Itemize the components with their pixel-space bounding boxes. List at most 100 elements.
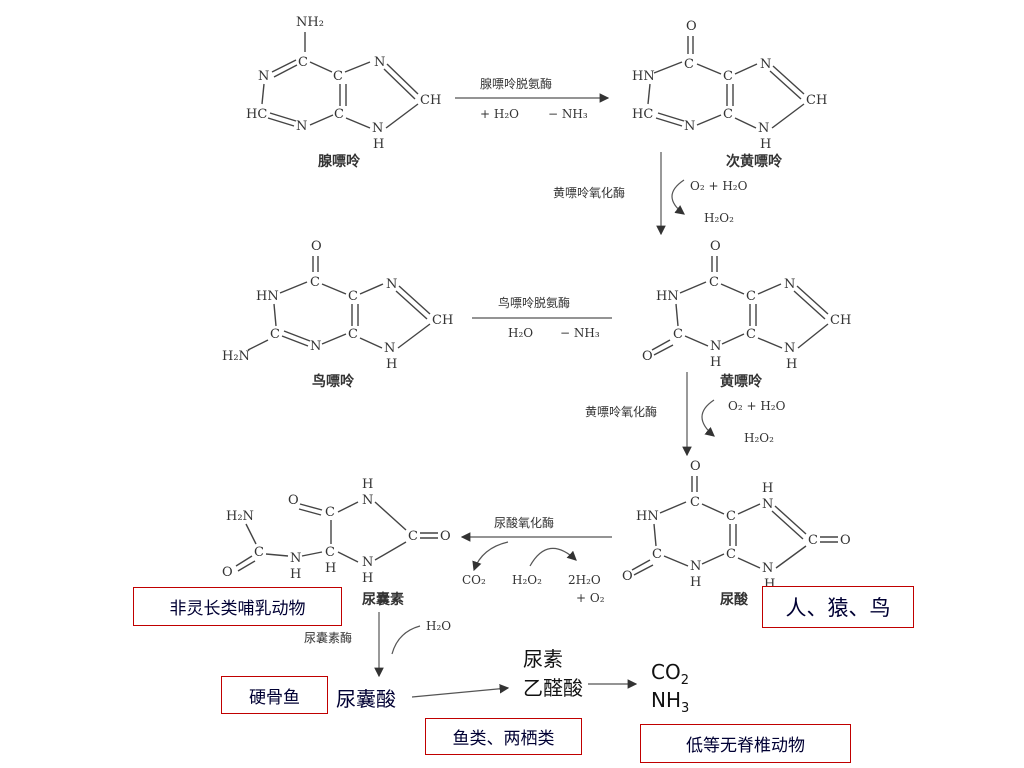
svg-text:C: C: [270, 327, 280, 342]
label-lower-invertebrates: 低等无脊椎动物: [640, 724, 851, 763]
allantoic-acid-label: 尿囊酸: [336, 687, 396, 711]
svg-text:C: C: [673, 327, 683, 342]
enzyme-xanthine-oxidase-2: 黄嘌呤氧化酶: [585, 404, 657, 419]
r5-water: 2H₂O: [568, 573, 601, 587]
svg-text:NH₂: NH₂: [296, 15, 324, 30]
svg-text:N: N: [784, 341, 795, 356]
reaction-guanine-deamination: 鸟嘌呤脱氨酶 H₂O − NH₃: [472, 295, 612, 340]
svg-text:N: N: [684, 119, 695, 134]
r3-product: − NH₃: [560, 326, 600, 340]
r6-water: H₂O: [426, 619, 451, 633]
reaction-hypoxanthine-oxidation: 黄嘌呤氧化酶 O₂ + H₂O H₂O₂: [553, 152, 748, 236]
svg-text:H: H: [386, 357, 397, 372]
enzyme-urate-oxidase: 尿酸氧化酶: [494, 515, 554, 530]
svg-text:N: N: [296, 119, 307, 134]
svg-text:H: H: [373, 137, 384, 152]
svg-text:C: C: [254, 545, 264, 560]
svg-text:H: H: [762, 481, 773, 496]
xanthine-label: 黄嘌呤: [720, 373, 763, 390]
r5-co2: CO₂: [462, 573, 486, 587]
svg-text:C: C: [408, 529, 418, 544]
svg-text:C: C: [348, 289, 358, 304]
svg-text:C: C: [298, 55, 308, 70]
urea-label: 尿素: [523, 647, 563, 671]
adenine-structure: NH₂ C N C N HC N C N H CH 腺嘌呤: [246, 15, 441, 170]
reaction-adenine-deamination: 腺嘌呤脱氨酶 + H₂O − NH₃: [455, 76, 610, 121]
svg-text:C: C: [808, 533, 818, 548]
guanine-label: 鸟嘌呤: [312, 373, 355, 390]
xanthine-structure: O C HN C N C N H C N H CH O 黄嘌呤: [642, 239, 851, 390]
svg-text:N: N: [710, 339, 721, 354]
arrow-to-urea: [411, 684, 510, 698]
svg-text:C: C: [325, 505, 335, 520]
glyoxylic-acid-label: 乙醛酸: [523, 676, 583, 700]
reaction-xanthine-oxidation: 黄嘌呤氧化酶 O₂ + H₂O H₂O₂: [585, 372, 786, 457]
svg-text:H: H: [710, 355, 721, 370]
reaction-allantoin-hydrolysis: 尿囊素酶 H₂O: [304, 612, 451, 678]
label-non-primate-mammals: 非灵长类哺乳动物: [133, 587, 342, 626]
svg-text:N: N: [690, 559, 701, 574]
r4-reagent: O₂ + H₂O: [728, 399, 786, 413]
svg-text:CH: CH: [806, 93, 827, 108]
enzyme-allantoinase: 尿囊素酶: [304, 630, 352, 645]
r5-h2o2: H₂O₂: [512, 573, 542, 587]
uric-acid-label: 尿酸: [720, 591, 749, 608]
label-fish-amphibians: 鱼类、两栖类: [425, 718, 582, 755]
svg-text:C: C: [746, 289, 756, 304]
svg-text:H: H: [786, 357, 797, 372]
svg-text:HC: HC: [246, 107, 267, 122]
svg-text:N: N: [362, 555, 373, 570]
nh3-label: NH3: [651, 688, 690, 716]
svg-text:C: C: [333, 69, 343, 84]
svg-text:N: N: [384, 341, 395, 356]
svg-text:C: C: [684, 57, 694, 72]
svg-text:O: O: [840, 533, 851, 548]
svg-text:N: N: [258, 69, 269, 84]
svg-text:HN: HN: [632, 69, 655, 84]
allantoin-label: 尿囊素: [362, 591, 404, 608]
svg-text:H: H: [760, 137, 771, 152]
r4-product: H₂O₂: [744, 431, 774, 445]
svg-text:C: C: [690, 495, 700, 510]
svg-text:C: C: [310, 275, 320, 290]
svg-text:N: N: [310, 339, 321, 354]
svg-text:H: H: [690, 575, 701, 590]
enzyme-adenine-deaminase: 腺嘌呤脱氨酶: [480, 76, 552, 91]
svg-text:O: O: [222, 565, 233, 580]
svg-text:N: N: [372, 121, 383, 136]
svg-text:H: H: [290, 567, 301, 582]
svg-text:N: N: [762, 561, 773, 576]
r1-product: − NH₃: [548, 107, 588, 121]
svg-text:O: O: [622, 569, 633, 584]
svg-text:O: O: [288, 493, 299, 508]
svg-text:N: N: [762, 497, 773, 512]
svg-text:O: O: [440, 529, 451, 544]
svg-text:N: N: [374, 55, 385, 70]
r2-product: H₂O₂: [704, 211, 734, 225]
svg-text:O: O: [686, 19, 697, 34]
reaction-urate-oxidation: 尿酸氧化酶 CO₂ H₂O₂ 2H₂O + O₂: [460, 515, 612, 605]
svg-text:C: C: [709, 275, 719, 290]
uric-acid-structure: O C HN C H N C N H C N H C O O 尿酸: [622, 459, 851, 608]
enzyme-xanthine-oxidase-1: 黄嘌呤氧化酶: [553, 185, 625, 200]
svg-text:C: C: [723, 107, 733, 122]
hypoxanthine-label: 次黄嘌呤: [726, 153, 783, 170]
svg-text:HN: HN: [256, 289, 279, 304]
svg-text:C: C: [723, 69, 733, 84]
enzyme-guanine-deaminase: 鸟嘌呤脱氨酶: [498, 295, 570, 310]
svg-text:H: H: [362, 571, 373, 586]
svg-text:H: H: [764, 577, 775, 592]
r1-reagent: + H₂O: [480, 107, 519, 121]
svg-text:O: O: [690, 459, 701, 474]
svg-text:H₂N: H₂N: [226, 509, 254, 524]
svg-text:N: N: [784, 277, 795, 292]
svg-text:HC: HC: [632, 107, 653, 122]
svg-text:N: N: [290, 551, 301, 566]
svg-text:H₂N: H₂N: [222, 349, 250, 364]
svg-text:C: C: [746, 327, 756, 342]
svg-text:C: C: [726, 547, 736, 562]
adenine-label: 腺嘌呤: [318, 153, 361, 170]
svg-text:C: C: [652, 547, 662, 562]
